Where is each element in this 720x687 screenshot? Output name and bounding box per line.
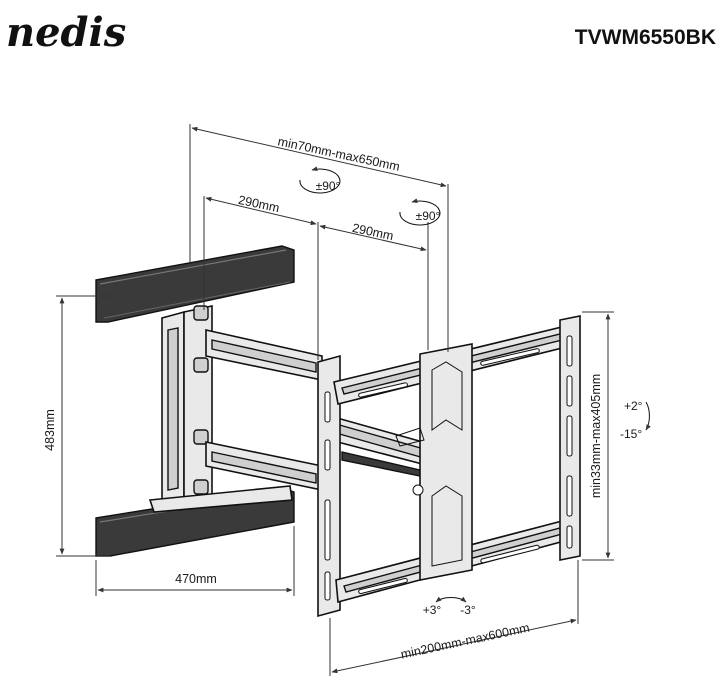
tilt-lever <box>395 427 425 447</box>
level-icon <box>435 596 467 603</box>
screw <box>412 484 424 496</box>
label-height: 483mm <box>43 409 57 451</box>
model-number: TVWM6550BK <box>575 26 716 49</box>
label-level-plus: +3° <box>423 603 442 617</box>
label-swivel-2: ±90° <box>416 209 441 223</box>
elbow-pillar <box>317 354 341 618</box>
label-width: 470mm <box>175 572 217 586</box>
label-arm-left: 290mm <box>237 193 281 215</box>
lower-bracket <box>148 485 293 513</box>
dim-extension <box>191 126 447 188</box>
label-vesa-horizontal: min200mm-max600mm <box>400 621 531 662</box>
swivel-icon <box>299 166 341 194</box>
dim-arm-left <box>205 196 317 226</box>
center-bracket-plate <box>419 343 473 581</box>
wall-mount-illustration <box>95 245 581 618</box>
rotation-indicators <box>299 166 651 603</box>
label-swivel-1: ±90° <box>316 179 341 193</box>
brand-logo: nedis <box>6 9 126 56</box>
hinge-knuckle <box>193 429 209 445</box>
dim-vesa-horizontal <box>331 618 577 674</box>
label-arm-right: 290mm <box>351 221 395 243</box>
center-bracket-cutout <box>431 485 463 567</box>
dim-arm-right <box>319 224 427 252</box>
label-vesa-vertical: min33mm-max405mm <box>589 374 603 498</box>
swivel-icon <box>399 198 441 226</box>
label-extension: min70mm-max650mm <box>277 134 402 174</box>
wall-plate-top-bar <box>95 245 295 323</box>
hinge-knuckle <box>193 305 209 321</box>
center-bracket-cutout <box>431 361 463 431</box>
hinge-knuckle <box>193 479 209 495</box>
label-tilt-down: -15° <box>620 427 642 441</box>
dimension-lines <box>56 124 614 676</box>
label-tilt-up: +2° <box>624 399 643 413</box>
hinge-knuckle <box>193 357 209 373</box>
wall-plate-rail-inner <box>167 327 179 491</box>
label-level-minus: -3° <box>460 603 476 617</box>
tilt-icon <box>645 401 651 431</box>
